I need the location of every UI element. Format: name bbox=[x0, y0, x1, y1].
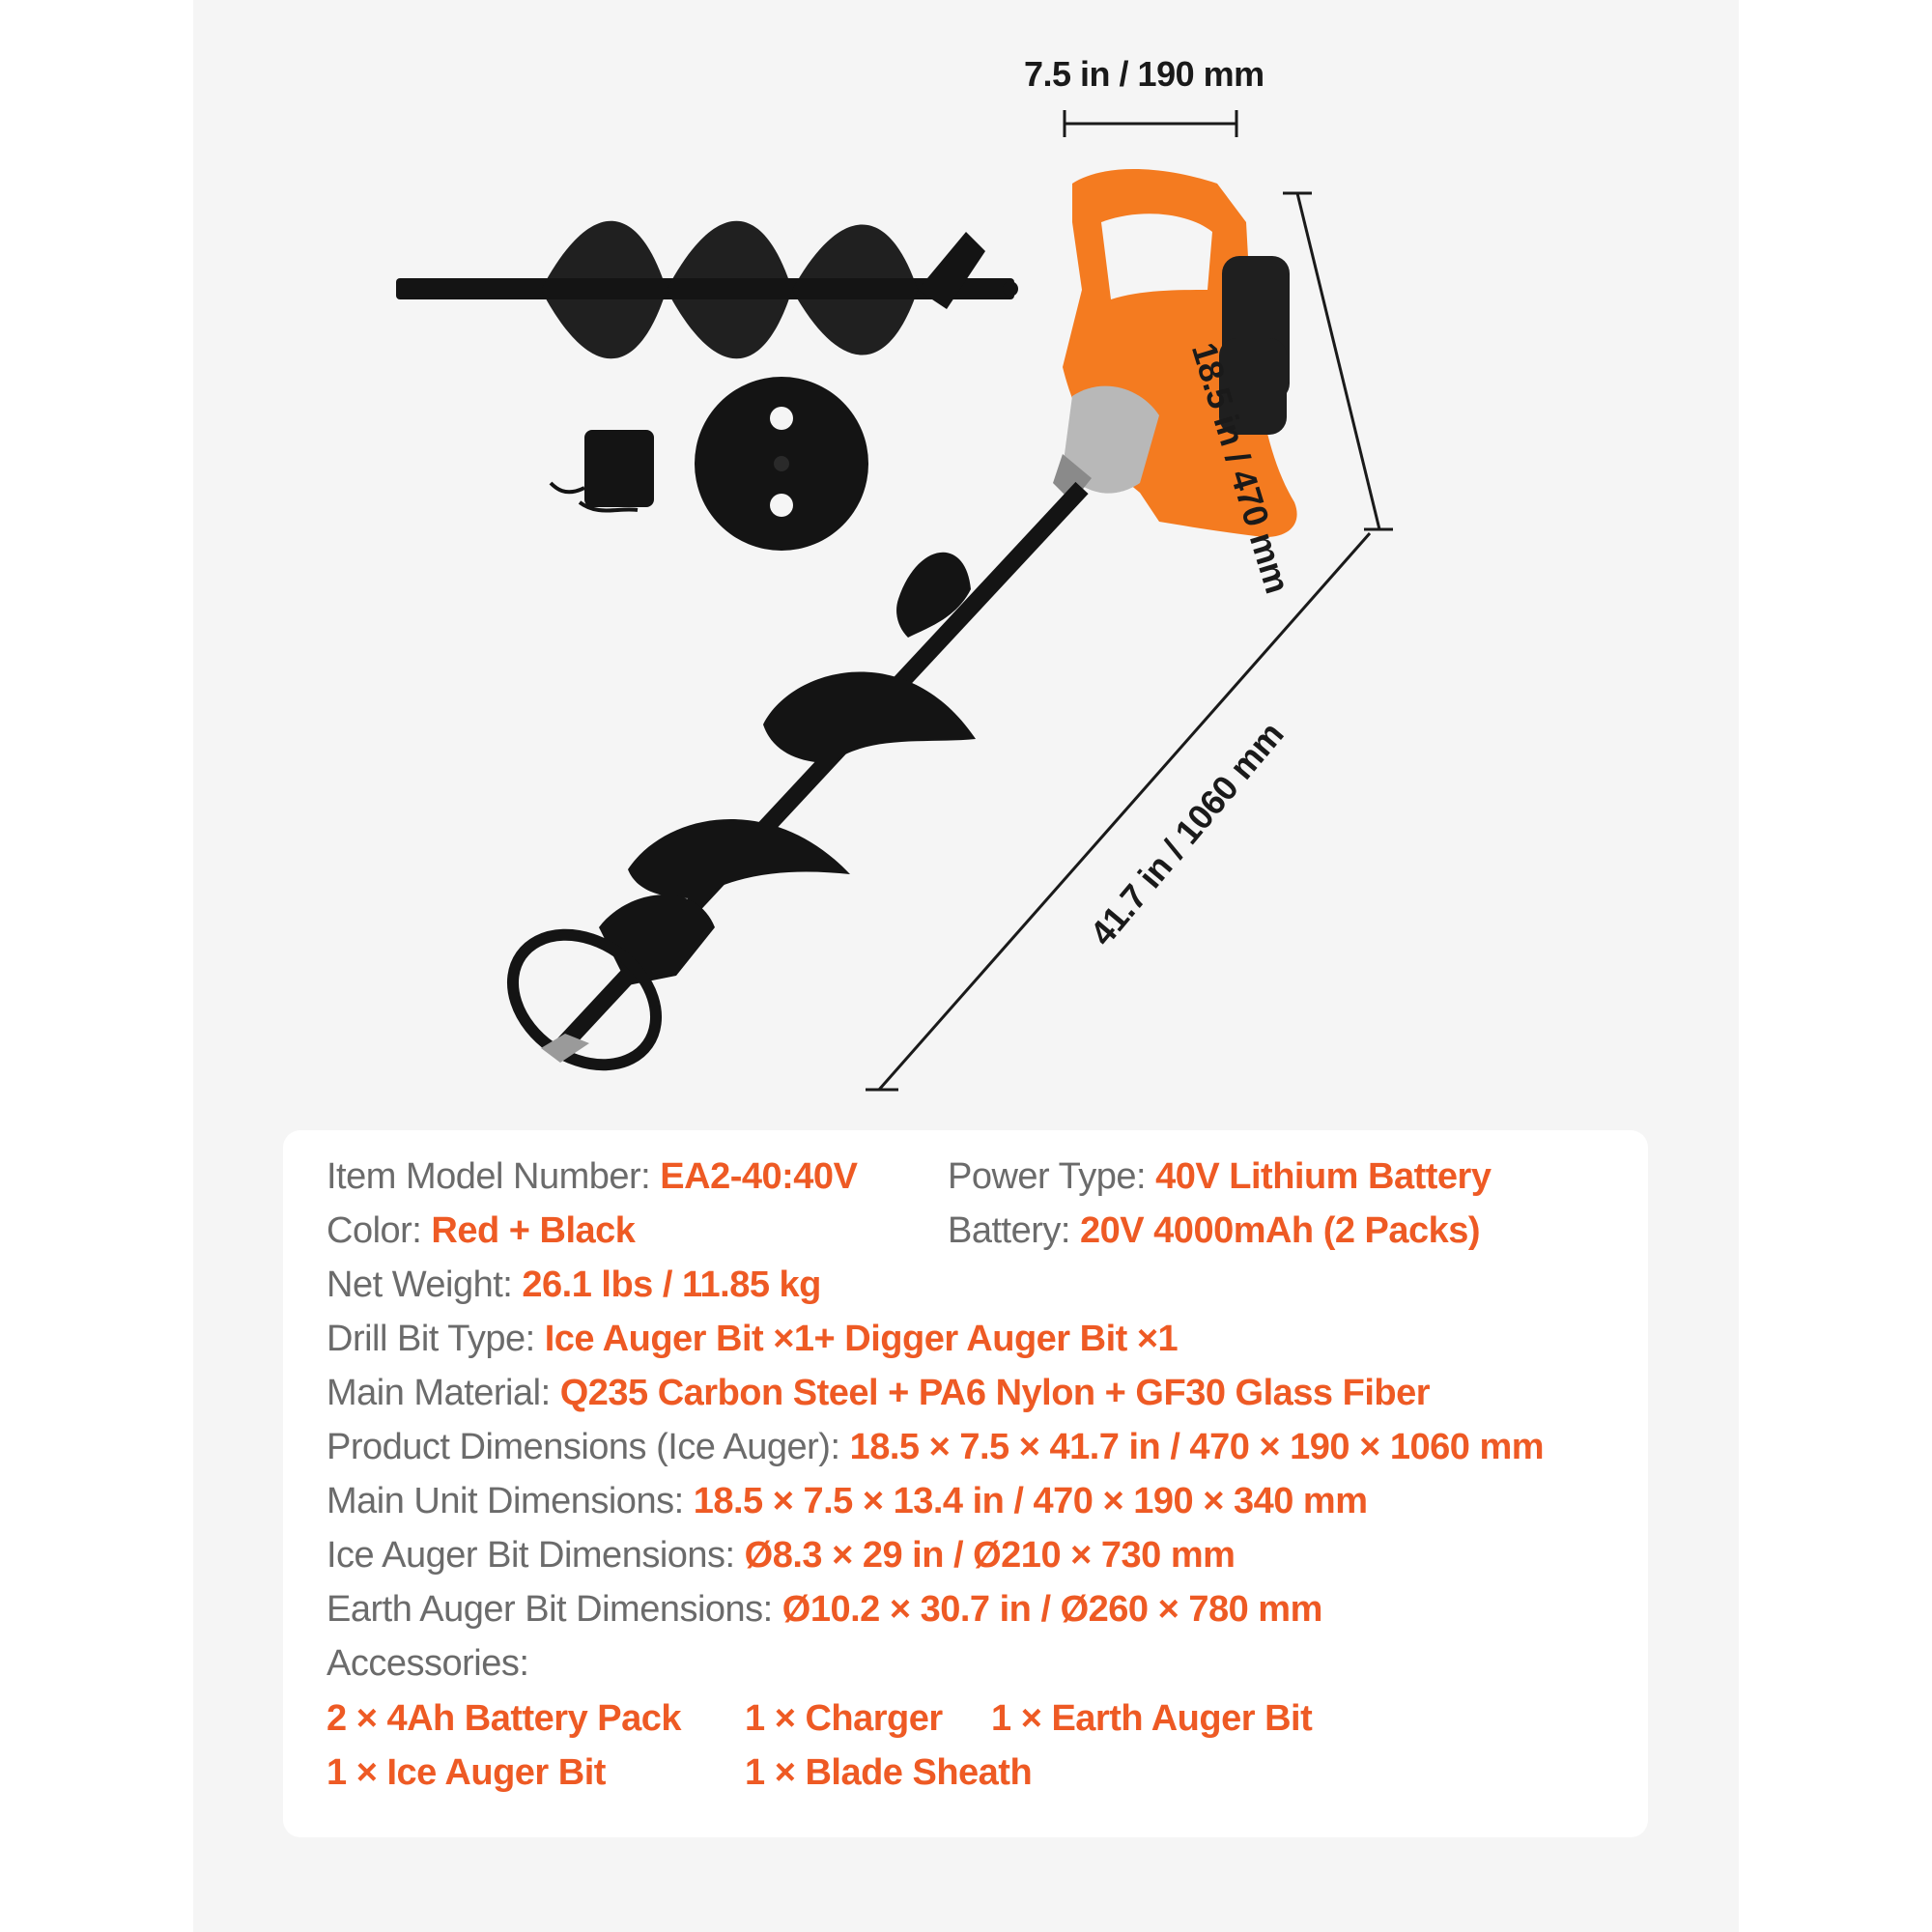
spec-label: Net Weight: bbox=[327, 1264, 523, 1305]
spec-label: Main Unit Dimensions: bbox=[327, 1481, 694, 1521]
spec-row-color: Color: Red + Black bbox=[327, 1208, 636, 1253]
spec-row-ice-auger-bit-dimensions: Ice Auger Bit Dimensions: Ø8.3 × 29 in /… bbox=[327, 1533, 1236, 1577]
height-dimension-line bbox=[1283, 191, 1393, 531]
width-dimension-line bbox=[1063, 110, 1238, 137]
spec-value: 40V Lithium Battery bbox=[1155, 1156, 1492, 1197]
spec-label: Product Dimensions (Ice Auger): bbox=[327, 1427, 850, 1467]
spec-value: Q235 Carbon Steel + PA6 Nylon + GF30 Gla… bbox=[559, 1373, 1431, 1413]
spec-value: 20V 4000mAh (2 Packs) bbox=[1080, 1210, 1481, 1251]
product-illustration bbox=[396, 110, 1393, 1092]
accessory-item: 1 × Charger bbox=[745, 1698, 943, 1739]
spec-value: 18.5 × 7.5 × 41.7 in / 470 × 190 × 1060 … bbox=[849, 1427, 1545, 1467]
spec-card: Item Model Number: EA2-40:40V Power Type… bbox=[283, 1130, 1648, 1837]
spec-value: Ice Auger Bit ×1+ Digger Auger Bit ×1 bbox=[544, 1319, 1179, 1359]
spec-label: Drill Bit Type: bbox=[327, 1319, 545, 1359]
spec-value: Ø10.2 × 30.7 in / Ø260 × 780 mm bbox=[781, 1589, 1323, 1630]
spec-value: Ø8.3 × 29 in / Ø210 × 730 mm bbox=[744, 1535, 1236, 1576]
accessory-item: 1 × Ice Auger Bit bbox=[327, 1752, 606, 1793]
spec-row-battery: Battery: 20V 4000mAh (2 Packs) bbox=[948, 1208, 1481, 1253]
spec-row-model-number: Item Model Number: EA2-40:40V bbox=[327, 1154, 858, 1199]
ice-auger-bit-image bbox=[506, 481, 1089, 1071]
spec-label: Ice Auger Bit Dimensions: bbox=[327, 1535, 745, 1576]
spec-row-power-type: Power Type: 40V Lithium Battery bbox=[948, 1154, 1492, 1199]
spec-label: Battery: bbox=[948, 1210, 1080, 1251]
spec-row-main-material: Main Material: Q235 Carbon Steel + PA6 N… bbox=[327, 1371, 1431, 1415]
spec-label: Main Material: bbox=[327, 1373, 560, 1413]
spec-label: Power Type: bbox=[948, 1156, 1156, 1197]
spec-value: EA2-40:40V bbox=[660, 1156, 858, 1197]
spec-row-main-unit-dimensions: Main Unit Dimensions: 18.5 × 7.5 × 13.4 … bbox=[327, 1479, 1368, 1523]
spec-value: Red + Black bbox=[431, 1210, 636, 1251]
spec-row-net-weight: Net Weight: 26.1 lbs / 11.85 kg bbox=[327, 1263, 821, 1307]
accessories-heading: Accessories: bbox=[327, 1641, 529, 1686]
spec-value: 26.1 lbs / 11.85 kg bbox=[522, 1264, 821, 1305]
spec-row-product-dimensions: Product Dimensions (Ice Auger): 18.5 × 7… bbox=[327, 1425, 1545, 1469]
accessory-item: 2 × 4Ah Battery Pack bbox=[327, 1698, 682, 1739]
spec-label: Earth Auger Bit Dimensions: bbox=[327, 1589, 782, 1630]
spec-row-drill-bit-type: Drill Bit Type: Ice Auger Bit ×1+ Digger… bbox=[327, 1317, 1179, 1361]
width-dimension-label: 7.5 in / 190 mm bbox=[1024, 54, 1264, 94]
charger-image bbox=[549, 430, 654, 513]
length-dimension-line bbox=[866, 532, 1372, 1092]
spec-row-earth-auger-bit-dimensions: Earth Auger Bit Dimensions: Ø10.2 × 30.7… bbox=[327, 1587, 1322, 1632]
earth-auger-bit-image bbox=[396, 220, 1018, 359]
spec-label: Item Model Number: bbox=[327, 1156, 661, 1197]
spec-value: 18.5 × 7.5 × 13.4 in / 470 × 190 × 340 m… bbox=[693, 1481, 1368, 1521]
spec-label: Color: bbox=[327, 1210, 432, 1251]
accessory-item: 1 × Blade Sheath bbox=[745, 1752, 1033, 1793]
accessory-item: 1 × Earth Auger Bit bbox=[991, 1698, 1313, 1739]
blade-sheath-image bbox=[695, 377, 868, 551]
accessories-label: Accessories: bbox=[327, 1643, 529, 1684]
